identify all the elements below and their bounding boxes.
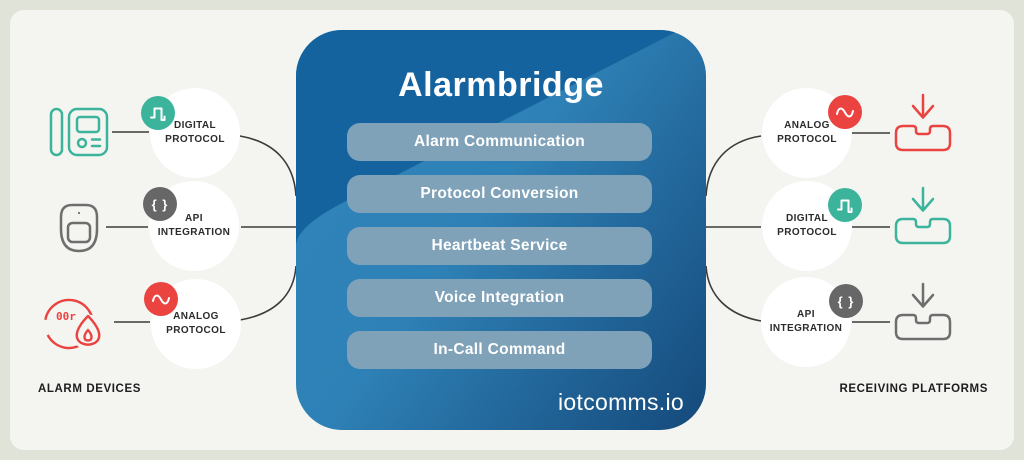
module-voice-integration: Voice Integration xyxy=(347,279,652,317)
node-label-line2: INTEGRATION xyxy=(769,323,843,334)
module-list: Alarm Communication Protocol Conversion … xyxy=(347,123,652,369)
node-label-line2: INTEGRATION xyxy=(157,227,231,238)
sine-wave-icon xyxy=(144,282,178,316)
fire-alarm-icon: 00r xyxy=(43,298,106,350)
square-wave-icon xyxy=(828,188,862,222)
inbox-download-icon xyxy=(894,282,952,341)
panel-diagonal-shade xyxy=(296,30,680,246)
square-wave-icon xyxy=(141,96,175,130)
node-label-line1: ANALOG xyxy=(173,310,219,322)
module-alarm-communication: Alarm Communication xyxy=(347,123,652,161)
node-label-line2: PROTOCOL xyxy=(165,134,225,145)
fire-alarm-display-text: 00r xyxy=(56,310,76,323)
inbox-download-icon xyxy=(894,93,952,152)
module-heartbeat-service: Heartbeat Service xyxy=(347,227,652,265)
alarmbridge-panel: Alarmbridge Alarm Communication Protocol… xyxy=(296,30,706,430)
module-in-call-command: In-Call Command xyxy=(347,331,652,369)
node-label-line2: PROTOCOL xyxy=(777,227,837,238)
section-label-alarm-devices: ALARM DEVICES xyxy=(38,383,142,395)
intercom-icon xyxy=(49,107,109,157)
node-label-line1: API xyxy=(797,308,815,320)
module-protocol-conversion: Protocol Conversion xyxy=(347,175,652,213)
node-label-line1: DIGITAL xyxy=(785,212,829,224)
node-label-line2: PROTOCOL xyxy=(777,134,837,145)
node-label-line1: ANALOG xyxy=(784,119,830,131)
node-label-line1: API xyxy=(185,212,203,224)
inbox-download-icon xyxy=(894,186,952,245)
node-label-line1: DIGITAL xyxy=(173,119,217,131)
motion-sensor-icon xyxy=(59,203,99,253)
node-label: API INTEGRATION xyxy=(770,308,843,337)
braces-glyph: { } xyxy=(837,293,855,309)
node-label: API INTEGRATION xyxy=(158,212,231,241)
braces-icon: { } xyxy=(143,187,177,221)
brand-logo: iotcomms.io xyxy=(558,389,684,415)
page-title: Alarmbridge xyxy=(398,66,604,104)
node-label: ANALOG PROTOCOL xyxy=(166,310,226,339)
node-label-line2: PROTOCOL xyxy=(166,325,226,336)
sine-wave-icon xyxy=(828,95,862,129)
section-label-receiving-platforms: RECEIVING PLATFORMS xyxy=(839,383,988,395)
braces-icon: { } xyxy=(829,284,863,318)
braces-glyph: { } xyxy=(151,196,169,212)
node-label: ANALOG PROTOCOL xyxy=(777,119,837,148)
node-label: DIGITAL PROTOCOL xyxy=(777,212,837,241)
node-label: DIGITAL PROTOCOL xyxy=(165,119,225,148)
